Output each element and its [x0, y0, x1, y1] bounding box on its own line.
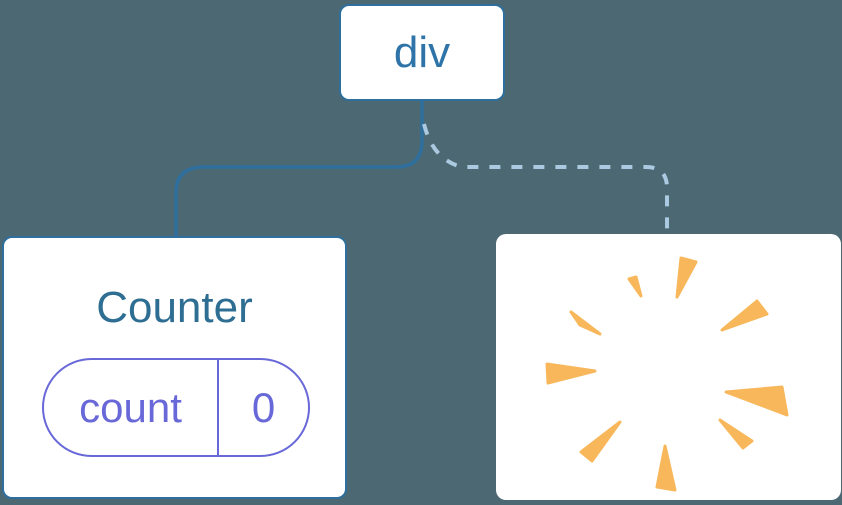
counter-node-title: Counter — [96, 283, 253, 332]
tree-node-counter: Counter count 0 — [2, 236, 347, 499]
div-node-label: div — [393, 27, 451, 77]
state-value-label: 0 — [251, 383, 276, 431]
state-pill: count 0 — [42, 358, 310, 457]
poof-burst-icon — [545, 256, 789, 492]
edge-dashed-div-to-removed — [422, 123, 669, 236]
tree-node-div: div — [339, 4, 505, 101]
state-pill-divider — [217, 360, 219, 455]
state-key-label: count — [79, 383, 182, 431]
edge-solid-div-to-counter — [174, 100, 424, 238]
tree-node-removed — [496, 234, 841, 500]
